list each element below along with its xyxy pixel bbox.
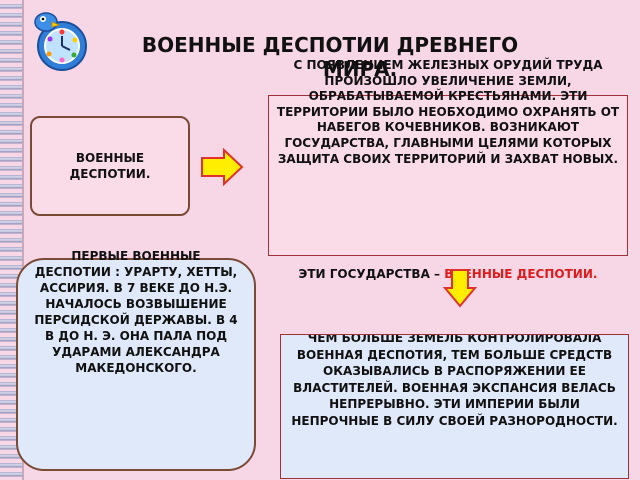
expansion-description-text: ЧЕМ БОЛЬШЕ ЗЕМЕЛЬ КОНТРОЛИРОВАЛА ВОЕННАЯ… [291,334,618,428]
page-title: ВОЕННЫЕ ДЕСПОТИИ ДРЕВНЕГО МИРА. [60,33,600,81]
first-despotisms-text: ПЕРВЫЕ ВОЕННЫЕ ДЕСПОТИИ : УРАРТУ, ХЕТТЫ,… [34,249,238,375]
military-despotisms-text: ВОЕННЫЕ ДЕСПОТИИ. [69,151,151,181]
clock-toy-icon [34,12,87,71]
states-conclusion-prefix: ЭТИ ГОСУДАРСТВА – [298,267,441,281]
origin-description-box: С ПОЯВЛЕНИЕМ ЖЕЛЕЗНЫХ ОРУДИЙ ТРУДА ПРОИЗ… [268,58,628,256]
states-conclusion-highlight: ВОЕННЫЕ ДЕСПОТИИ. [444,267,598,281]
title-line-2: МИРА. [322,57,398,81]
arrow-right-icon [201,148,244,186]
origin-description-text: С ПОЯВЛЕНИЕМ ЖЕЛЕЗНЫХ ОРУДИЙ ТРУДА ПРОИЗ… [276,58,620,166]
states-conclusion: ЭТИ ГОСУДАРСТВА – ВОЕННЫЕ ДЕСПОТИИ. [268,267,628,283]
first-despotisms-box: ПЕРВЫЕ ВОЕННЫЕ ДЕСПОТИИ : УРАРТУ, ХЕТТЫ,… [16,249,256,471]
military-despotisms-box: ВОЕННЫЕ ДЕСПОТИИ. [30,116,190,216]
arrow-down-icon [443,269,477,308]
title-line-1: ВОЕННЫЕ ДЕСПОТИИ ДРЕВНЕГО [141,33,519,57]
notebook-spiral-binding [0,0,24,480]
expansion-description-box: ЧЕМ БОЛЬШЕ ЗЕМЕЛЬ КОНТРОЛИРОВАЛА ВОЕННАЯ… [280,334,629,479]
